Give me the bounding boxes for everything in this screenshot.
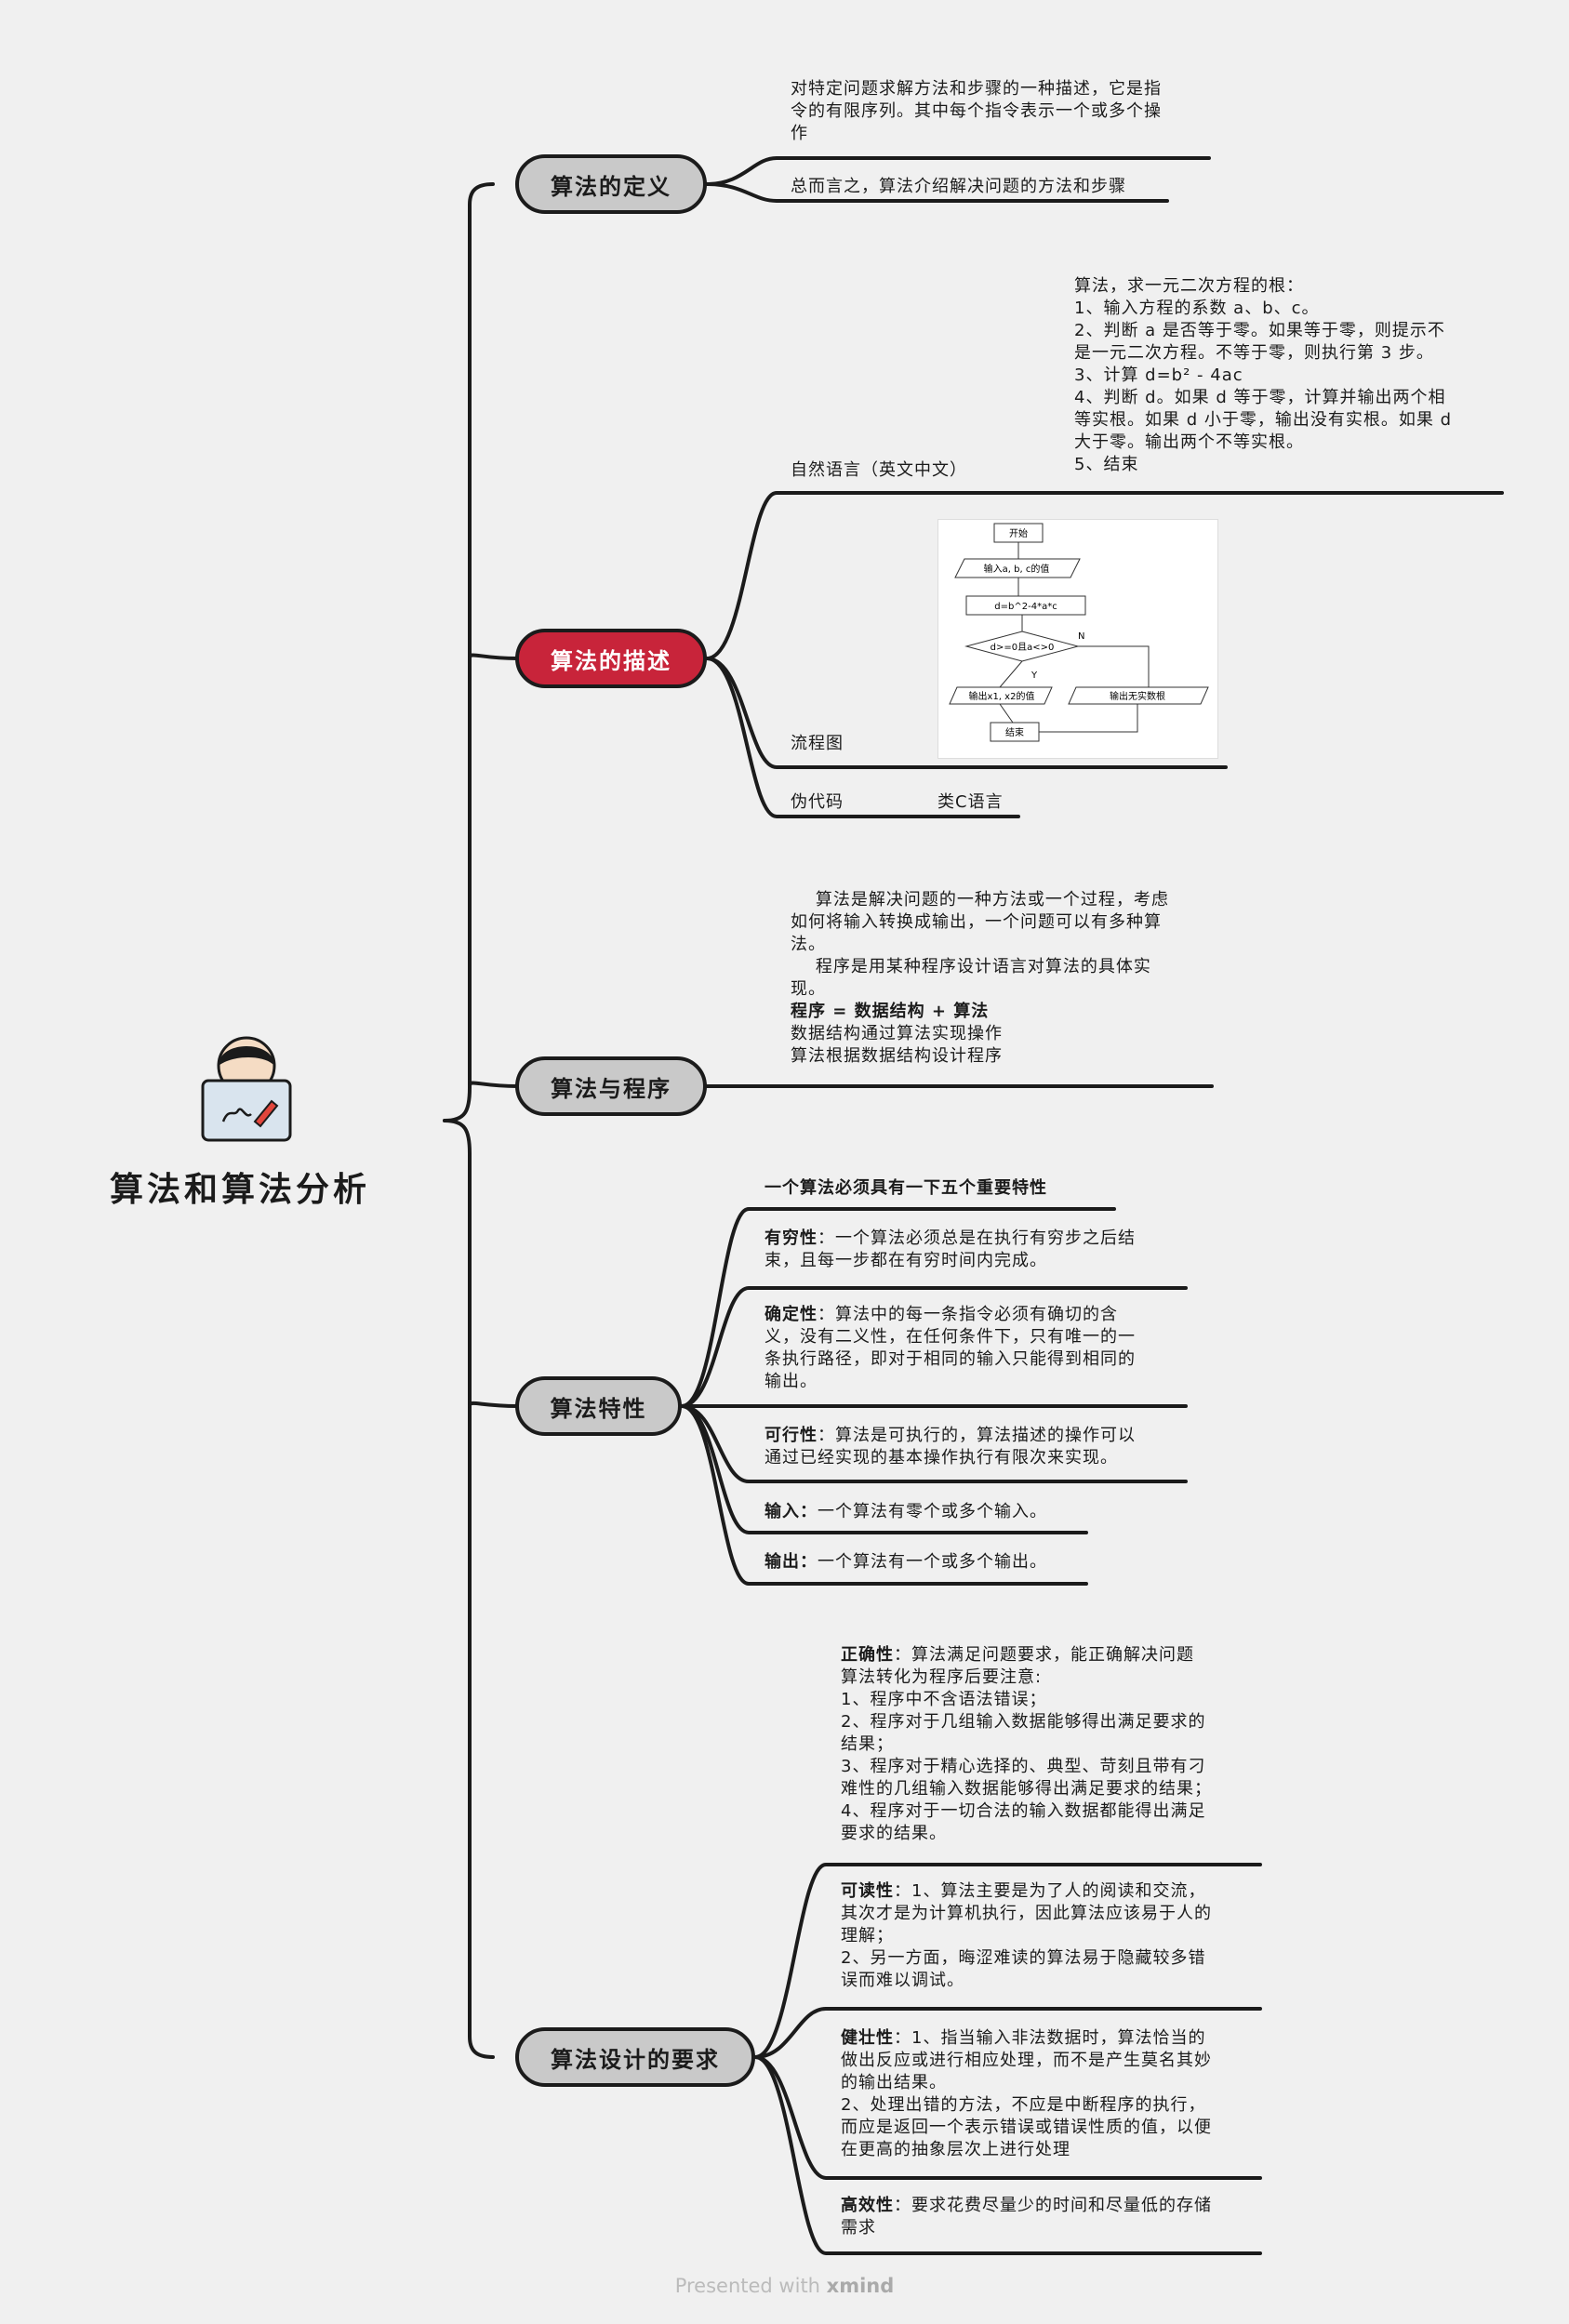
properties-header: 一个算法必须具有一下五个重要特性 — [765, 1178, 1047, 1198]
program-formula: 程序 = 数据结构 + 算法 — [791, 1002, 990, 1021]
flow-yes: Y — [1030, 671, 1038, 681]
central-topic[interactable]: 算法和算法分析 — [110, 1171, 371, 1209]
property-feasibility: 可行性：算法是可执行的，算法描述的操作可以 通过已经实现的基本操作执行有限次来实… — [765, 1426, 1136, 1467]
flowchart-image: 开始 输入a, b, c的值 d=b^2-4*a*c d>=0且a<>0 N Y… — [937, 519, 1218, 759]
flow-decision: d>=0且a<>0 — [991, 642, 1055, 653]
property-finiteness: 有穷性：一个算法必须总是在执行有穷步之后结 束，且每一步都在有穷时间内完成。 — [765, 1228, 1136, 1270]
flow-compute: d=b^2-4*a*c — [994, 602, 1057, 612]
flow-no: N — [1078, 631, 1084, 642]
definition-text: 对特定问题求解方法和步骤的一种描述，它是指 令的有限序列。其中每个指令表示一个或… — [791, 79, 1162, 143]
program-para2: 程序是用某种程序设计语言对算法的具体实 现。 — [791, 957, 1151, 999]
property-output: 输出：一个算法有一个或多个输出。 — [765, 1552, 1047, 1572]
topic-design[interactable]: 算法设计的要求 — [515, 2027, 755, 2087]
definition-summary: 总而言之，算法介绍解决问题的方法和步骤 — [791, 177, 1126, 196]
person-laptop-icon — [201, 1036, 292, 1142]
flow-output-roots: 输出x1, x2的值 — [969, 690, 1035, 702]
program-line2: 算法根据数据结构设计程序 — [791, 1046, 1003, 1066]
flow-start: 开始 — [1009, 527, 1028, 539]
flowchart-label: 流程图 — [791, 734, 844, 753]
topic-properties[interactable]: 算法特性 — [515, 1376, 682, 1436]
xmind-watermark: Presented with xmind — [674, 2275, 895, 2297]
natural-language-label: 自然语言（英文中文） — [791, 460, 967, 480]
topic-program[interactable]: 算法与程序 — [515, 1056, 707, 1116]
property-input: 输入：一个算法有零个或多个输入。 — [765, 1502, 1047, 1521]
property-definiteness: 确定性：算法中的每一条指令必须有确切的含 义，没有二义性，在任何条件下，只有唯一… — [765, 1305, 1136, 1391]
requirement-readability: 可读性：1、算法主要是为了人的阅读和交流， 其次才是为计算机执行，因此算法应该易… — [841, 1881, 1212, 1990]
topic-definition[interactable]: 算法的定义 — [515, 154, 707, 214]
topic-description[interactable]: 算法的描述 — [515, 629, 707, 688]
pseudocode-value: 类C语言 — [937, 792, 1004, 812]
program-line1: 数据结构通过算法实现操作 — [791, 1024, 1003, 1043]
requirement-correctness: 正确性：算法满足问题要求，能正确解决问题 算法转化为程序后要注意: 1、程序中不… — [841, 1645, 1212, 1843]
flow-input: 输入a, b, c的值 — [984, 563, 1050, 575]
flow-end: 结束 — [1005, 726, 1024, 738]
flow-output-none: 输出无实数根 — [1110, 690, 1165, 702]
program-para1: 算法是解决问题的一种方法或一个过程，考虑 如何将输入转换成输出，一个问题可以有多… — [791, 890, 1169, 954]
natural-language-example: 算法，求一元二次方程的根： 1、输入方程的系数 a、b、c。 2、判断 a 是否… — [1074, 276, 1453, 474]
requirement-robustness: 健壮性：1、指当输入非法数据时，算法恰当的 做出反应或进行相应处理，而不是产生莫… — [841, 2028, 1212, 2159]
requirement-efficiency: 高效性：要求花费尽量少的时间和尽量低的存储 需求 — [841, 2196, 1212, 2238]
pseudocode-label: 伪代码 — [791, 792, 844, 812]
